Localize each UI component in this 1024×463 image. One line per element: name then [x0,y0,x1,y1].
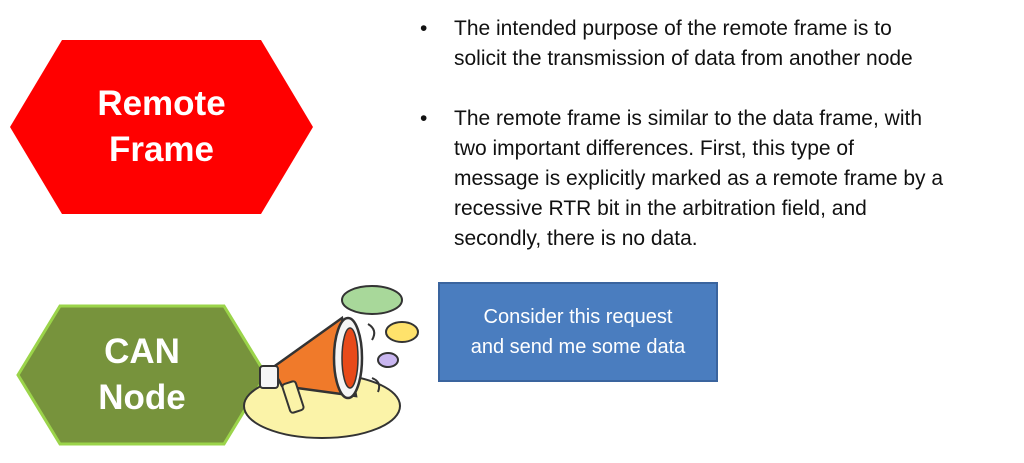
bullet-text-line: message is explicitly marked as a remote… [454,167,944,190]
bullet-list: • The intended purpose of the remote fra… [418,14,1018,254]
megaphone-illustration [243,285,419,439]
can-node-label: CAN Node [16,304,268,446]
hexagon-shape [10,40,313,214]
bullet-item: • The remote frame is similar to the dat… [418,104,1018,254]
bullet-text-line: The remote frame is similar to the data … [454,107,922,130]
bullet-text-line: solicit the transmission of data from an… [454,47,913,70]
bullet-text-line: The intended purpose of the remote frame… [454,17,892,40]
bullet-text-line: secondly, there is no data. [454,227,698,250]
bullet-text-line: two important differences. First, this t… [454,137,854,160]
callout-text-line: and send me some data [470,336,686,358]
bullet-dot-icon: • [420,17,428,40]
remote-frame-hexagon: Remote Frame [10,40,313,214]
can-node-label-line2: Node [98,378,186,417]
can-node-label-line1: CAN [104,332,180,371]
megaphone-icon [232,278,432,448]
remote-frame-label: Remote Frame [10,40,313,214]
bullet-item: • The intended purpose of the remote fra… [418,14,1018,74]
can-node-hexagon: CAN Node [16,304,268,446]
remote-frame-label-line1: Remote [97,84,226,123]
bullet-text-line: recessive RTR bit in the arbitration fie… [454,197,867,220]
bullet-dot-icon: • [420,107,428,130]
callout-text-line: Consider this request [483,306,673,328]
remote-frame-label-line2: Frame [108,130,215,169]
request-callout-box: Consider this request and send me some d… [438,282,718,382]
